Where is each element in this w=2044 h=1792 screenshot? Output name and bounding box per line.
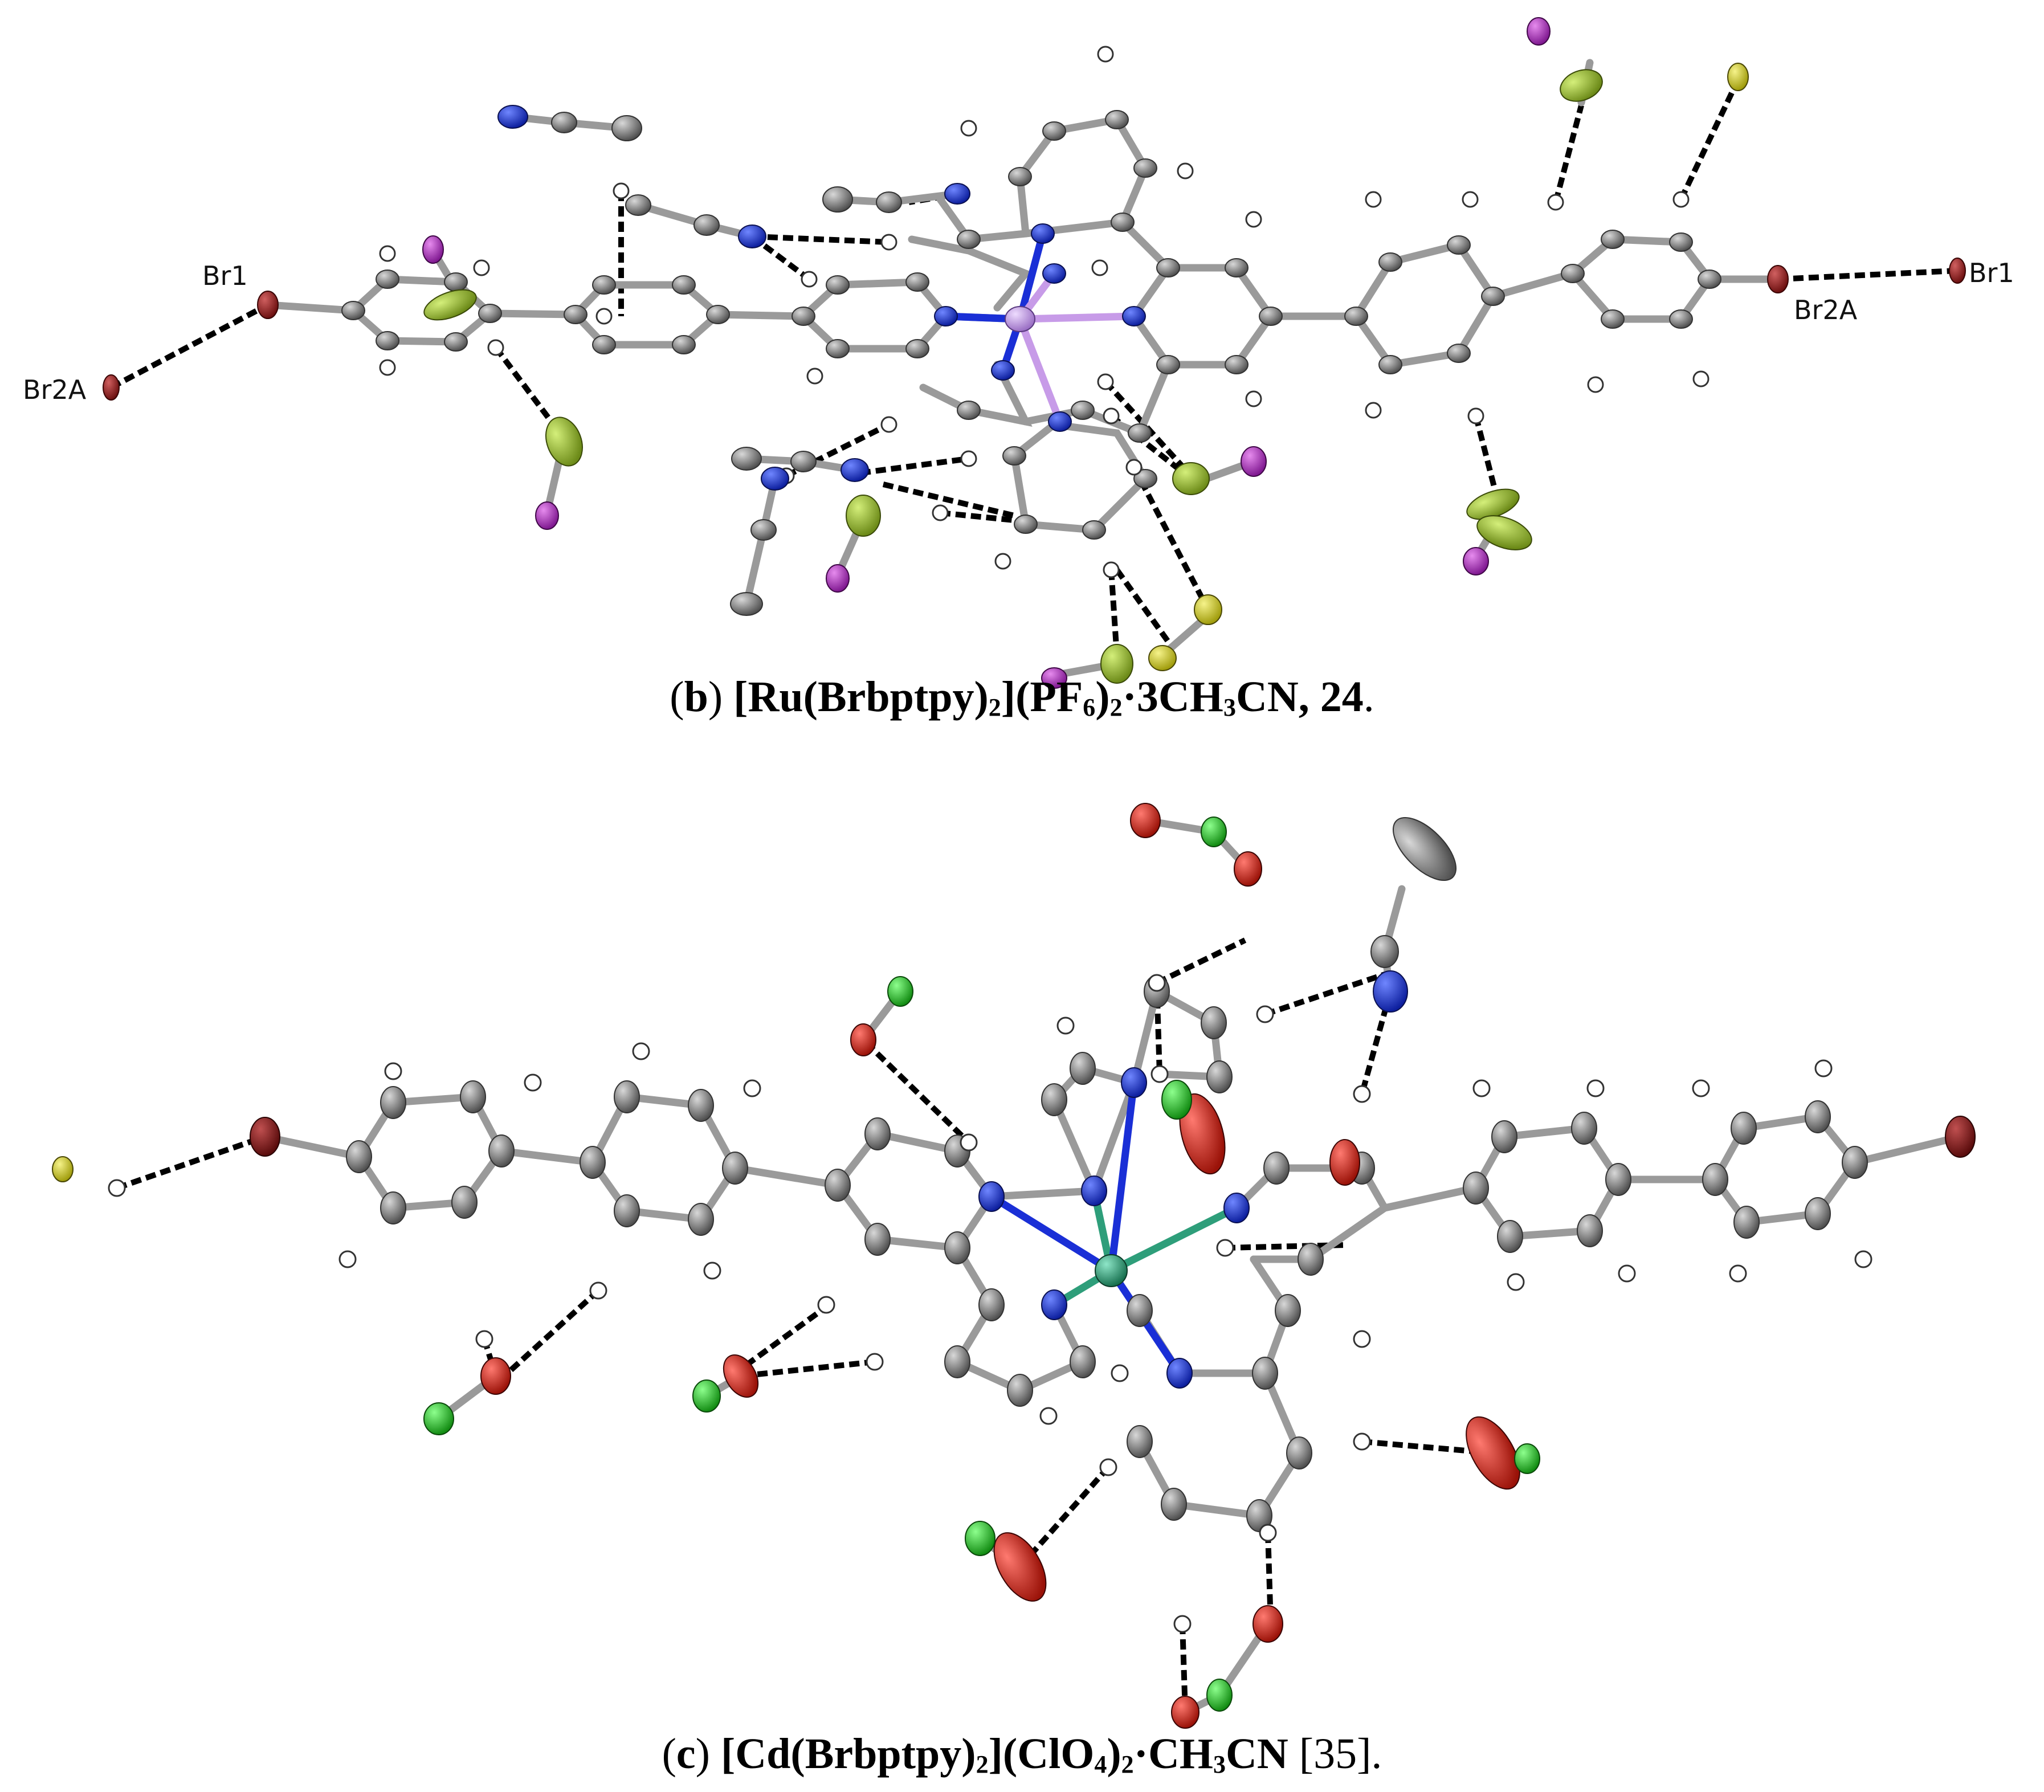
caption-b-part-8: CN, 24 xyxy=(1235,673,1364,721)
panel-b: Br1 Br2A Br1 Br2A (b) [Ru(Brbptpy)2](PF6… xyxy=(0,0,2044,724)
caption-b-end: . xyxy=(1363,673,1374,721)
caption-c-part-0: [Cd(Brbptpy) xyxy=(720,1730,976,1778)
caption-c-part-5: 2 xyxy=(1121,1750,1134,1778)
sulfur-yellow-atom xyxy=(52,1156,74,1182)
caption-b: (b) [Ru(Brbptpy)2](PF6)2·3CH3CN, 24. xyxy=(670,673,1374,721)
ru-n-bonds xyxy=(942,230,1138,426)
oxygen-atoms xyxy=(480,803,1520,1729)
caption-c-part-2: ](ClO xyxy=(988,1730,1095,1778)
caption-b-letter: b xyxy=(684,673,708,721)
carbon-atoms xyxy=(346,817,1868,1532)
nitrogen-atoms xyxy=(497,105,1146,491)
caption-c-end: . xyxy=(1371,1730,1382,1778)
fluorine-atoms xyxy=(423,69,1603,684)
caption-c-letter: c xyxy=(676,1730,696,1778)
caption-b-part-6: ·3CH xyxy=(1122,673,1223,721)
phosphorus-atoms xyxy=(422,17,1551,689)
panel-c: (c) [Cd(Brbptpy)2](ClO4)2·CH3CN [35]. xyxy=(0,758,2044,1792)
ru-complex-structure: Br1 Br2A Br1 Br2A xyxy=(23,17,2014,689)
atom-label-br2a-left: Br2A xyxy=(23,374,87,405)
atom-label-br2a-right: Br2A xyxy=(1794,295,1858,325)
caption-b-part-2: ](PF xyxy=(1001,673,1083,721)
carbon-atoms xyxy=(341,110,1721,616)
sulfur-yellow-atoms xyxy=(1148,63,1749,671)
caption-c: (c) [Cd(Brbptpy)2](ClO4)2·CH3CN [35]. xyxy=(662,1730,1382,1778)
chlorine-atoms xyxy=(423,817,1540,1712)
caption-c-part-3: 4 xyxy=(1094,1750,1107,1778)
hydrogen-atoms xyxy=(379,46,1710,578)
caption-c-part-4: ) xyxy=(1107,1730,1121,1778)
caption-c-formula: [Cd(Brbptpy)2](ClO4)2·CH3CN xyxy=(721,1730,1288,1778)
caption-c-part-1: 2 xyxy=(976,1750,989,1778)
caption-b-formula: [Ru(Brbptpy)2](PF6)2·3CH3CN, 24 xyxy=(733,673,1364,721)
ligand-bonds xyxy=(264,59,1782,679)
cd-complex-structure xyxy=(52,803,1976,1729)
nitrogen-atoms xyxy=(978,970,1408,1389)
caption-b-part-0: [Ru(Brbptpy) xyxy=(733,673,989,721)
caption-b-part-3: 6 xyxy=(1083,693,1096,721)
caption-b-part-1: 2 xyxy=(988,693,1001,721)
bromine-atoms xyxy=(250,1116,1976,1158)
caption-b-part-5: 2 xyxy=(1109,693,1123,721)
caption-b-part-4: ) xyxy=(1095,673,1110,721)
atom-label-br1-left: Br1 xyxy=(202,260,248,291)
caption-c-part-8: CN xyxy=(1225,1730,1288,1778)
atom-label-br1-right: Br1 xyxy=(1969,258,2014,288)
caption-b-part-7: 3 xyxy=(1223,693,1236,721)
caption-c-part-7: 3 xyxy=(1213,1750,1226,1778)
ruthenium-atom xyxy=(1005,306,1035,332)
bromine-atoms xyxy=(103,258,1966,401)
cadmium-atom xyxy=(1095,1254,1128,1287)
caption-c-reference: [35] xyxy=(1299,1730,1372,1778)
caption-c-part-6: ·CH xyxy=(1133,1730,1213,1778)
